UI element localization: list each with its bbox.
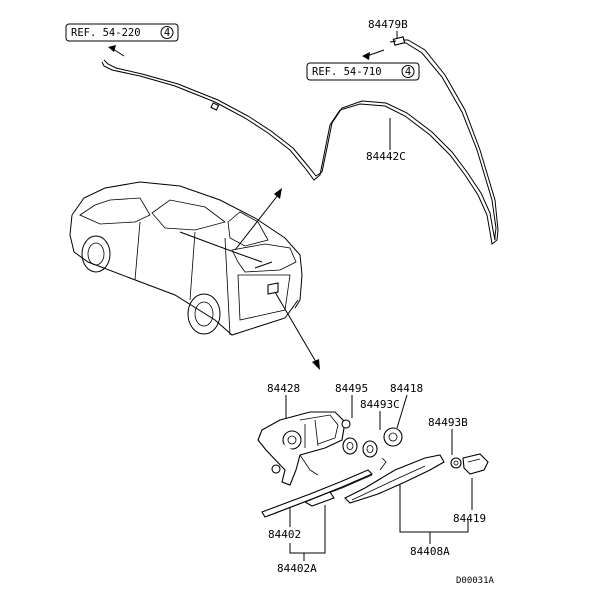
label-84493B: 84493B <box>428 416 468 429</box>
wiper-blade <box>261 469 373 518</box>
label-84418: 84418 <box>390 382 423 395</box>
label-84402A: 84402A <box>277 562 317 575</box>
label-84419: 84419 <box>453 512 486 525</box>
label-84402: 84402 <box>268 528 301 541</box>
label-84495: 84495 <box>335 382 368 395</box>
ref-text-2: REF. 54-710 <box>312 66 382 78</box>
label-84442C: 84442C <box>366 150 406 163</box>
ref-text-1: REF. 54-220 <box>71 27 141 39</box>
ref-box-54-220: REF. 54-220 4 <box>65 23 179 42</box>
label-84408A: 84408A <box>410 545 450 558</box>
car-arrows <box>234 188 320 370</box>
label-84493C: 84493C <box>360 398 400 411</box>
wiper-arm <box>344 454 445 504</box>
label-84479B: 84479B <box>368 18 408 31</box>
wiper-cap <box>462 453 489 475</box>
washer-hose <box>101 36 499 245</box>
hardware <box>342 427 462 469</box>
ref-num-2: 4 <box>405 66 411 78</box>
label-84428: 84428 <box>267 382 300 395</box>
car-illustration <box>69 181 303 336</box>
ref-arrows <box>108 45 385 60</box>
diagram-code: D00031A <box>456 576 495 586</box>
wiper-motor <box>257 411 351 486</box>
ref-num-1: 4 <box>164 27 170 39</box>
ref-box-54-710: REF. 54-710 4 <box>306 62 420 81</box>
